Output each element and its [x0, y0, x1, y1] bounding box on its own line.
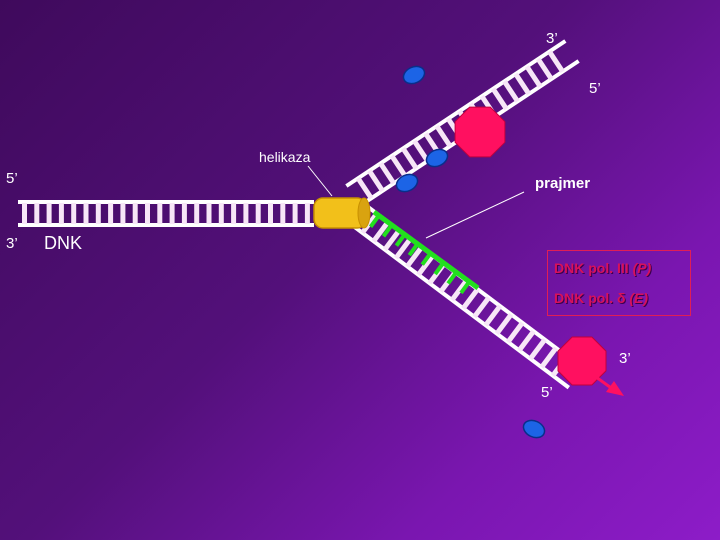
- legend-pold-tag: (E): [629, 290, 649, 306]
- primer-base: [433, 261, 446, 276]
- ssb-protein: [522, 419, 546, 439]
- base-pair: [120, 203, 126, 224]
- base-pair: [304, 203, 310, 224]
- base-pair: [169, 203, 175, 224]
- base-pair: [181, 203, 187, 224]
- base-pair: [416, 254, 435, 277]
- base-pair: [292, 203, 298, 224]
- base-pair: [22, 203, 27, 224]
- base-pair: [58, 203, 64, 224]
- base-pair: [243, 203, 249, 224]
- base-pair: [157, 203, 163, 224]
- primer-pointer-line: [425, 191, 525, 239]
- base-pair: [506, 321, 525, 344]
- legend-pol3: DNK pol. III (P): [554, 260, 651, 276]
- lagging-strand-template: [351, 204, 585, 390]
- primer-backbone: [372, 209, 480, 291]
- base-pair: [132, 203, 138, 224]
- base-pair: [472, 296, 491, 319]
- base-pair: [46, 203, 52, 224]
- polymerase-leading: [454, 106, 506, 158]
- base-pair: [360, 212, 379, 235]
- dna-double-helix: [18, 200, 314, 227]
- base-pair: [355, 176, 374, 200]
- primer-base: [407, 242, 420, 257]
- ssb-protein: [395, 173, 419, 193]
- base-pair: [517, 329, 536, 352]
- ssb-protein: [425, 148, 449, 168]
- polymerase-legend-box: DNK pol. III (P) DNK pol. δ (E): [547, 250, 691, 316]
- primer-base: [394, 233, 407, 247]
- base-pair: [547, 50, 565, 73]
- ssb-protein: [402, 65, 426, 85]
- label-dna: DNK: [44, 233, 83, 253]
- primer-base: [381, 223, 394, 238]
- base-pair: [400, 147, 419, 170]
- polymerase-lagging: [557, 336, 607, 386]
- primer-segment: [368, 209, 480, 295]
- base-pair: [108, 203, 114, 224]
- base-pair: [483, 304, 502, 327]
- base-pair: [95, 203, 101, 224]
- strand: [345, 39, 567, 188]
- base-pair: [268, 203, 273, 224]
- base-pair: [382, 228, 402, 252]
- base-pair: [513, 72, 531, 96]
- base-pair: [389, 154, 408, 178]
- helicase: [313, 197, 371, 229]
- base-pair: [502, 79, 520, 103]
- base-pair: [206, 203, 212, 224]
- base-pair: [491, 87, 509, 111]
- strand: [351, 224, 570, 390]
- base-pair: [34, 203, 40, 224]
- base-pair: [394, 237, 413, 260]
- legend-pold: DNK pol. δ (E): [554, 290, 648, 306]
- base-pair: [194, 203, 200, 224]
- base-pair: [461, 287, 480, 310]
- legend-pold-name: DNK pol. δ: [554, 290, 626, 306]
- primer-base: [459, 280, 471, 295]
- label-top-3prime: 3’: [546, 30, 558, 47]
- label-bottom-5prime: 5’: [541, 384, 553, 401]
- base-pair: [528, 338, 547, 361]
- base-pair: [405, 245, 424, 268]
- direction-arrow: [595, 375, 624, 396]
- base-pair: [231, 203, 237, 224]
- primer-base: [420, 252, 433, 266]
- base-pair: [218, 203, 224, 224]
- base-pair: [412, 139, 430, 163]
- base-pair: [280, 203, 286, 224]
- label-left-3prime: 3’: [6, 235, 18, 252]
- base-pair: [255, 203, 261, 224]
- helicase-pointer-line: [307, 165, 333, 197]
- primer-base: [368, 214, 381, 229]
- base-pair: [71, 203, 77, 224]
- base-pair: [434, 124, 453, 148]
- label-bottom-3prime: 3’: [619, 350, 631, 367]
- base-pair: [494, 312, 514, 336]
- base-pair: [145, 203, 150, 224]
- base-pair: [371, 220, 390, 243]
- primer-base: [446, 271, 458, 285]
- label-left-5prime: 5’: [6, 170, 18, 187]
- base-pair: [450, 279, 469, 302]
- legend-pol3-tag: (P): [632, 260, 652, 276]
- base-pair: [378, 161, 396, 185]
- base-pair: [536, 57, 554, 81]
- label-primer: prajmer: [535, 175, 591, 192]
- label-top-5prime: 5’: [589, 80, 601, 97]
- label-helicase: helikaza: [259, 149, 311, 165]
- base-pair: [367, 169, 385, 193]
- base-pair: [539, 346, 558, 369]
- legend-pol3-name: DNK pol. III: [554, 260, 629, 276]
- base-pair: [83, 203, 89, 224]
- base-pair: [524, 65, 543, 88]
